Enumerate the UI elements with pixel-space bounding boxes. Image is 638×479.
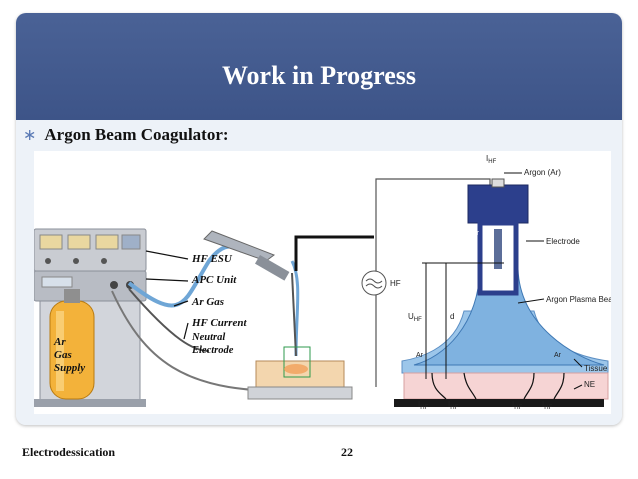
ar-left-label: Ar — [416, 352, 424, 359]
ihf-bottom-label-4: IHF — [542, 400, 553, 411]
label-ar-gas: Ar Gas — [191, 296, 224, 308]
label-neutral: Neutral — [191, 332, 225, 343]
hf-label: HF — [390, 279, 401, 288]
gas-cylinder — [49, 289, 95, 400]
ar-inside-label-right: Ar — [504, 230, 512, 237]
schematic — [361, 172, 609, 407]
cylinder-label-gas: Gas — [54, 349, 72, 361]
label-hf-esu: HF ESU — [191, 253, 233, 265]
cylinder-label-supply: Supply — [54, 362, 85, 374]
apc-handpiece — [203, 230, 297, 357]
bullet-text: Argon Beam Coagulator: — [44, 125, 229, 144]
left-leader-lines — [145, 250, 189, 340]
title-band — [16, 13, 622, 120]
ihf-bottom-label-3: IHF — [512, 400, 523, 411]
slide-title: Work in Progress — [221, 61, 417, 90]
label-apc-unit: APC Unit — [191, 274, 237, 286]
connector-wires — [294, 235, 374, 271]
ar-right-label: Ar — [554, 352, 562, 359]
footer-page-number: 22 — [341, 445, 353, 459]
ihf-bottom-label-1: IHF — [418, 400, 429, 411]
uhf-label: UHF — [408, 312, 422, 323]
bullet-star-icon: ∗ — [23, 127, 37, 144]
footer-topic: Electrodessication — [22, 445, 116, 459]
tissue-block — [247, 346, 353, 400]
ar-inside-label-left: Ar — [472, 230, 480, 237]
cylinder-label-ar: Ar — [53, 336, 66, 348]
apc-diagram-svg: Ar Gas Supply HF ESU — [33, 154, 620, 411]
label-hf-current: HF Current — [191, 317, 247, 329]
ne-label: NE — [584, 380, 595, 389]
bullet-item: ∗ Argon Beam Coagulator: — [23, 125, 229, 145]
distance-d-label: d — [450, 312, 454, 321]
label-electrode: Electrode — [191, 345, 234, 356]
tissue-label: Tissue — [584, 364, 608, 373]
electrode-label: Electrode — [546, 237, 580, 246]
argon-label: Argon (Ar) — [524, 168, 561, 177]
ihf-top-label: IHF — [486, 154, 497, 165]
apc-diagram: Ar Gas Supply HF ESU — [33, 151, 620, 414]
ihf-bottom-label-2: IHF — [448, 400, 459, 411]
plasma-beam-label: Argon Plasma Beam — [546, 295, 611, 304]
